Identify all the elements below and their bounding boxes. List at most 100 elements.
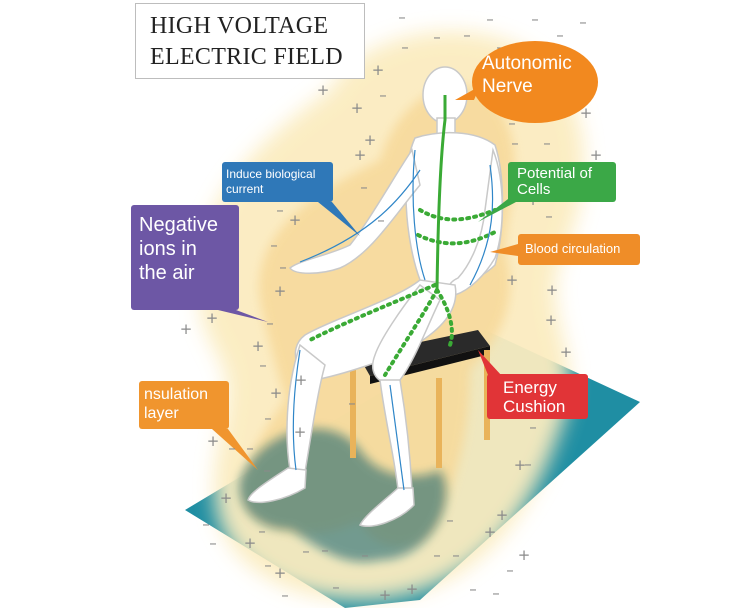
minus-charge-icon: – [360, 178, 368, 196]
callout-autonomic-nerve: Autonomic Nerve [472, 41, 598, 123]
plus-charge-icon: + [496, 506, 509, 524]
minus-charge-icon: – [270, 236, 278, 254]
title-line-2: ELECTRIC FIELD [150, 44, 343, 70]
plus-charge-icon: + [295, 371, 308, 389]
plus-charge-icon: + [354, 146, 367, 164]
minus-charge-icon: – [469, 580, 477, 598]
callout-induce-line-1: Induce biological [226, 167, 316, 181]
plus-charge-icon: + [294, 423, 307, 441]
plus-charge-icon: + [506, 271, 519, 289]
plus-charge-icon: + [244, 534, 257, 552]
minus-charge-icon: – [463, 26, 471, 44]
minus-charge-icon: – [433, 28, 441, 46]
minus-charge-icon: – [332, 578, 340, 596]
minus-charge-icon: – [492, 584, 500, 602]
negative-pointer [218, 310, 268, 322]
minus-charge-icon: – [266, 314, 274, 332]
potential-pointer [478, 196, 516, 222]
minus-charge-icon: – [228, 439, 236, 457]
minus-charge-icon: – [321, 541, 329, 559]
callout-induce-current: Induce biological current [222, 162, 333, 202]
callout-energy-line-2: Cushion [503, 397, 566, 416]
plus-charge-icon: + [206, 309, 219, 327]
plus-charge-icon: + [364, 131, 377, 149]
minus-charge-icon: – [446, 511, 454, 529]
plus-charge-icon: + [274, 282, 287, 300]
plus-charge-icon: + [379, 586, 392, 604]
plus-charge-icon: + [252, 337, 265, 355]
nerve-system [308, 95, 497, 377]
callout-negative-line-3: the air [139, 262, 195, 284]
minus-charge-icon: – [263, 461, 271, 479]
minus-charge-icon: – [276, 201, 284, 219]
minus-charge-icon: – [246, 439, 254, 457]
plus-charge-icon: + [590, 146, 603, 164]
callout-insulation-layer: nsulation layer [139, 381, 229, 429]
minus-charge-icon: – [543, 134, 551, 152]
callout-blood-circulation: Blood circulation [518, 234, 640, 265]
callout-induce-line-2: current [226, 182, 264, 196]
minus-charge-icon: – [259, 356, 267, 374]
plus-charge-icon: + [180, 320, 193, 338]
minus-charge-icon: – [545, 207, 553, 225]
plus-charge-icon: + [372, 61, 385, 79]
callout-pointers [212, 86, 518, 470]
title-line-1: HIGH VOLTAGE [150, 13, 329, 39]
minus-charge-icon: – [264, 409, 272, 427]
induce-pointer [318, 202, 360, 236]
callout-insulation-line-2: layer [144, 405, 179, 422]
minus-charge-icon: – [258, 522, 266, 540]
callout-energy-line-1: Energy [503, 378, 557, 397]
plus-charge-icon: + [514, 456, 527, 474]
minus-charge-icon: – [398, 8, 406, 26]
callout-autonomic-line-2: Nerve [482, 76, 533, 97]
callout-negative-ions: Negative ions in the air [131, 205, 239, 310]
plus-charge-icon: + [317, 81, 330, 99]
plus-charge-icon: + [270, 384, 283, 402]
human-figure [247, 66, 504, 527]
callout-potential-line-2: Cells [517, 181, 551, 198]
plus-charge-icon: + [546, 281, 559, 299]
minus-charge-icon: – [302, 542, 310, 560]
minus-charge-icon: – [452, 546, 460, 564]
plus-charge-icon: + [274, 564, 287, 582]
minus-charge-icon: – [264, 556, 272, 574]
callout-negative-line-1: Negative [139, 214, 218, 236]
minus-charge-icon: – [209, 534, 217, 552]
minus-charge-icon: – [579, 13, 587, 31]
minus-charge-icon: – [556, 26, 564, 44]
plus-charge-icon: + [289, 211, 302, 229]
minus-charge-icon: – [486, 10, 494, 28]
minus-charge-icon: – [433, 546, 441, 564]
minus-charge-icon: – [348, 394, 356, 412]
title-box: HIGH VOLTAGE ELECTRIC FIELD [135, 3, 365, 79]
callout-potential-of-cells: Potential of Cells [508, 162, 616, 202]
plus-charge-icon: + [560, 343, 573, 361]
minus-charge-icon: – [202, 515, 210, 533]
minus-charge-icon: – [529, 418, 537, 436]
plus-charge-icon: + [207, 432, 220, 450]
plus-charge-icon: + [406, 580, 419, 598]
minus-charge-icon: – [506, 561, 514, 579]
minus-charge-icon: – [401, 38, 409, 56]
callout-autonomic-line-1: Autonomic [482, 53, 572, 74]
plus-charge-icon: + [220, 489, 233, 507]
callout-potential-line-1: Potential of [517, 165, 593, 182]
minus-charge-icon: – [531, 10, 539, 28]
minus-charge-icon: – [524, 455, 532, 473]
energy-pointer [478, 350, 502, 380]
minus-charge-icon: – [377, 211, 385, 229]
blood-pointer [490, 244, 518, 256]
minus-charge-icon: – [511, 134, 519, 152]
circulation-lines [292, 149, 494, 491]
callout-energy-cushion: Energy Cushion [487, 374, 588, 419]
insulation-pointer [212, 429, 258, 470]
minus-charge-icon: – [279, 258, 287, 276]
callout-insulation-line-1: nsulation [144, 386, 209, 403]
plus-charge-icon: + [545, 311, 558, 329]
minus-charge-icon: – [508, 114, 516, 132]
plus-charge-icon: + [518, 546, 531, 564]
plus-charge-icon: + [484, 523, 497, 541]
plus-charge-icon: + [351, 99, 364, 117]
